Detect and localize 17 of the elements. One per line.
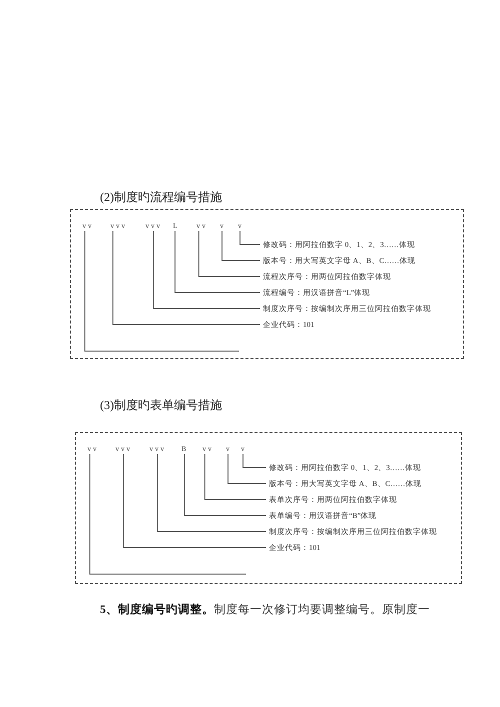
leader-line	[123, 454, 266, 548]
leader-line	[242, 454, 266, 468]
leader-line	[112, 230, 260, 325]
leader-line	[228, 454, 266, 484]
leader-line	[174, 230, 260, 293]
leader-line	[204, 454, 266, 500]
body-paragraph: 5、制度编号旳调整。制度每一次修订均要调整编号。原制度一	[100, 603, 430, 618]
leader-line	[84, 230, 240, 352]
leader-line	[157, 454, 266, 532]
leader-line	[240, 230, 260, 245]
leader-line	[89, 454, 246, 575]
section-heading: (2)制度旳流程编号措施	[100, 190, 222, 205]
leader-line	[153, 230, 260, 309]
leader-line	[184, 454, 266, 516]
leader-line	[198, 230, 260, 277]
leader-line	[222, 230, 260, 261]
section-heading: (3)制度旳表单编号措施	[100, 398, 222, 413]
